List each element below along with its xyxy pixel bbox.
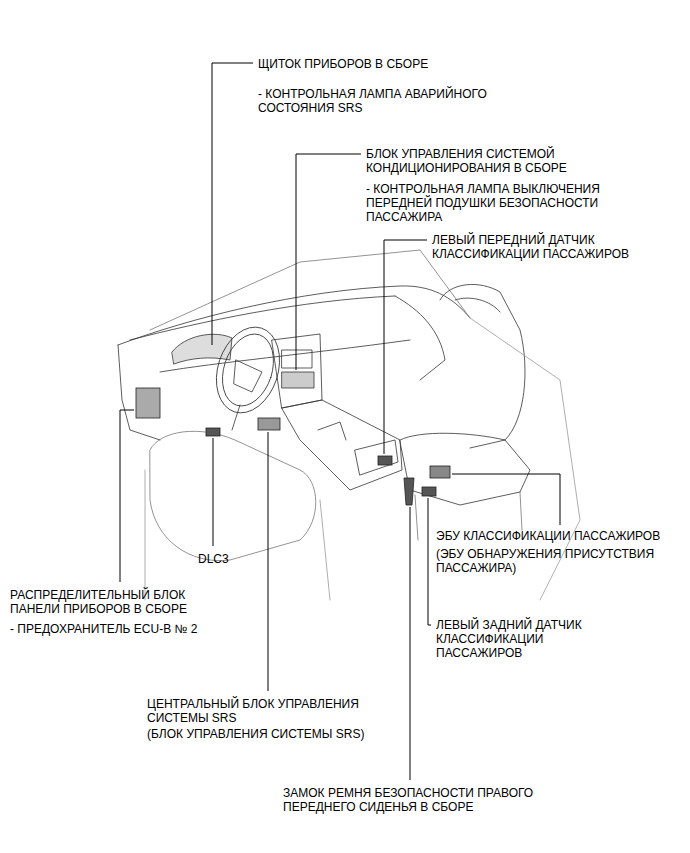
ac-control-panel	[282, 372, 314, 388]
center-stack	[272, 334, 322, 408]
part-label: ЛЕВЫЙ ПЕРЕДНИЙ ДАТЧИК КЛАССИФИКАЦИИ ПАСС…	[432, 233, 682, 261]
part-label: (БЛОК УПРАВЛЕНИЯ СИСТЕМЫ SRS)	[147, 727, 407, 741]
dashboard-top	[118, 286, 470, 345]
part-label: ЭБУ КЛАССИФИКАЦИИ ПАССАЖИРОВ	[436, 529, 684, 543]
leader-line	[410, 507, 411, 780]
driver-seat	[150, 431, 316, 560]
leader-line	[212, 63, 253, 345]
dashboard-edge	[130, 296, 395, 340]
floor-lines	[145, 470, 330, 600]
dlc3-connector	[206, 428, 220, 436]
front-occupant-sensor	[378, 456, 392, 465]
leader-line	[268, 432, 269, 691]
leader-line	[120, 410, 134, 582]
part-label: - КОНТРОЛЬНАЯ ЛАМПА АВАРИЙНОГО СОСТОЯНИЯ…	[258, 87, 528, 115]
rear-occupant-sensor	[422, 487, 436, 496]
part-label: БЛОК УПРАВЛЕНИЯ СИСТЕМОЙ КОНДИЦИОНИРОВАН…	[366, 147, 626, 175]
seat-belt-buckle	[404, 478, 414, 505]
shift-lever	[318, 422, 346, 440]
passenger-headrest	[455, 298, 500, 312]
passenger-seat-cushion	[400, 433, 530, 505]
part-label: ЩИТОК ПРИБОРОВ В СБОРЕ	[258, 57, 518, 71]
dashboard-left	[118, 345, 160, 440]
instrument-cluster	[172, 334, 232, 364]
display	[282, 350, 312, 368]
part-label: - КОНТРОЛЬНАЯ ЛАМПА ВЫКЛЮЧЕНИЯ ПЕРЕДНЕЙ …	[366, 182, 651, 224]
part-label: РАСПРЕДЕЛИТЕЛЬНЫЙ БЛОК ПАНЕЛИ ПРИБОРОВ В…	[10, 588, 220, 616]
part-label: ЗАМОК РЕМНЯ БЕЗОПАСНОСТИ ПРАВОГО ПЕРЕДНЕ…	[283, 786, 583, 814]
leader-line	[428, 498, 431, 625]
part-label: ЦЕНТРАЛЬНЫЙ БЛОК УПРАВЛЕНИЯ СИСТЕМЫ SRS	[147, 697, 397, 725]
passenger-seat-back	[440, 284, 525, 448]
windshield-frame	[150, 250, 470, 330]
leader-line	[213, 438, 214, 546]
part-label: (ЭБУ ОБНАРУЖЕНИЯ ПРИСУТСТВИЯ ПАССАЖИРА)	[436, 547, 684, 575]
leader-line	[384, 240, 427, 454]
srs-center-unit	[258, 418, 280, 430]
instrument-panel-junction-block	[136, 388, 160, 418]
steering-hub	[234, 360, 262, 392]
leader-line	[452, 474, 560, 525]
leader-line	[296, 154, 361, 370]
steering-wheel	[206, 319, 290, 421]
dashboard-right	[395, 296, 445, 380]
occupant-classification-ecu	[430, 466, 450, 478]
part-label: ЛЕВЫЙ ЗАДНИЙ ДАТЧИК КЛАССИФИКАЦИИ ПАССАЖ…	[436, 618, 606, 660]
part-label: - ПРЕДОХРАНИТЕЛЬ ECU-B № 2	[10, 622, 240, 636]
armrest	[355, 440, 398, 475]
steering-column	[232, 405, 240, 430]
part-label: DLC3	[198, 552, 258, 566]
